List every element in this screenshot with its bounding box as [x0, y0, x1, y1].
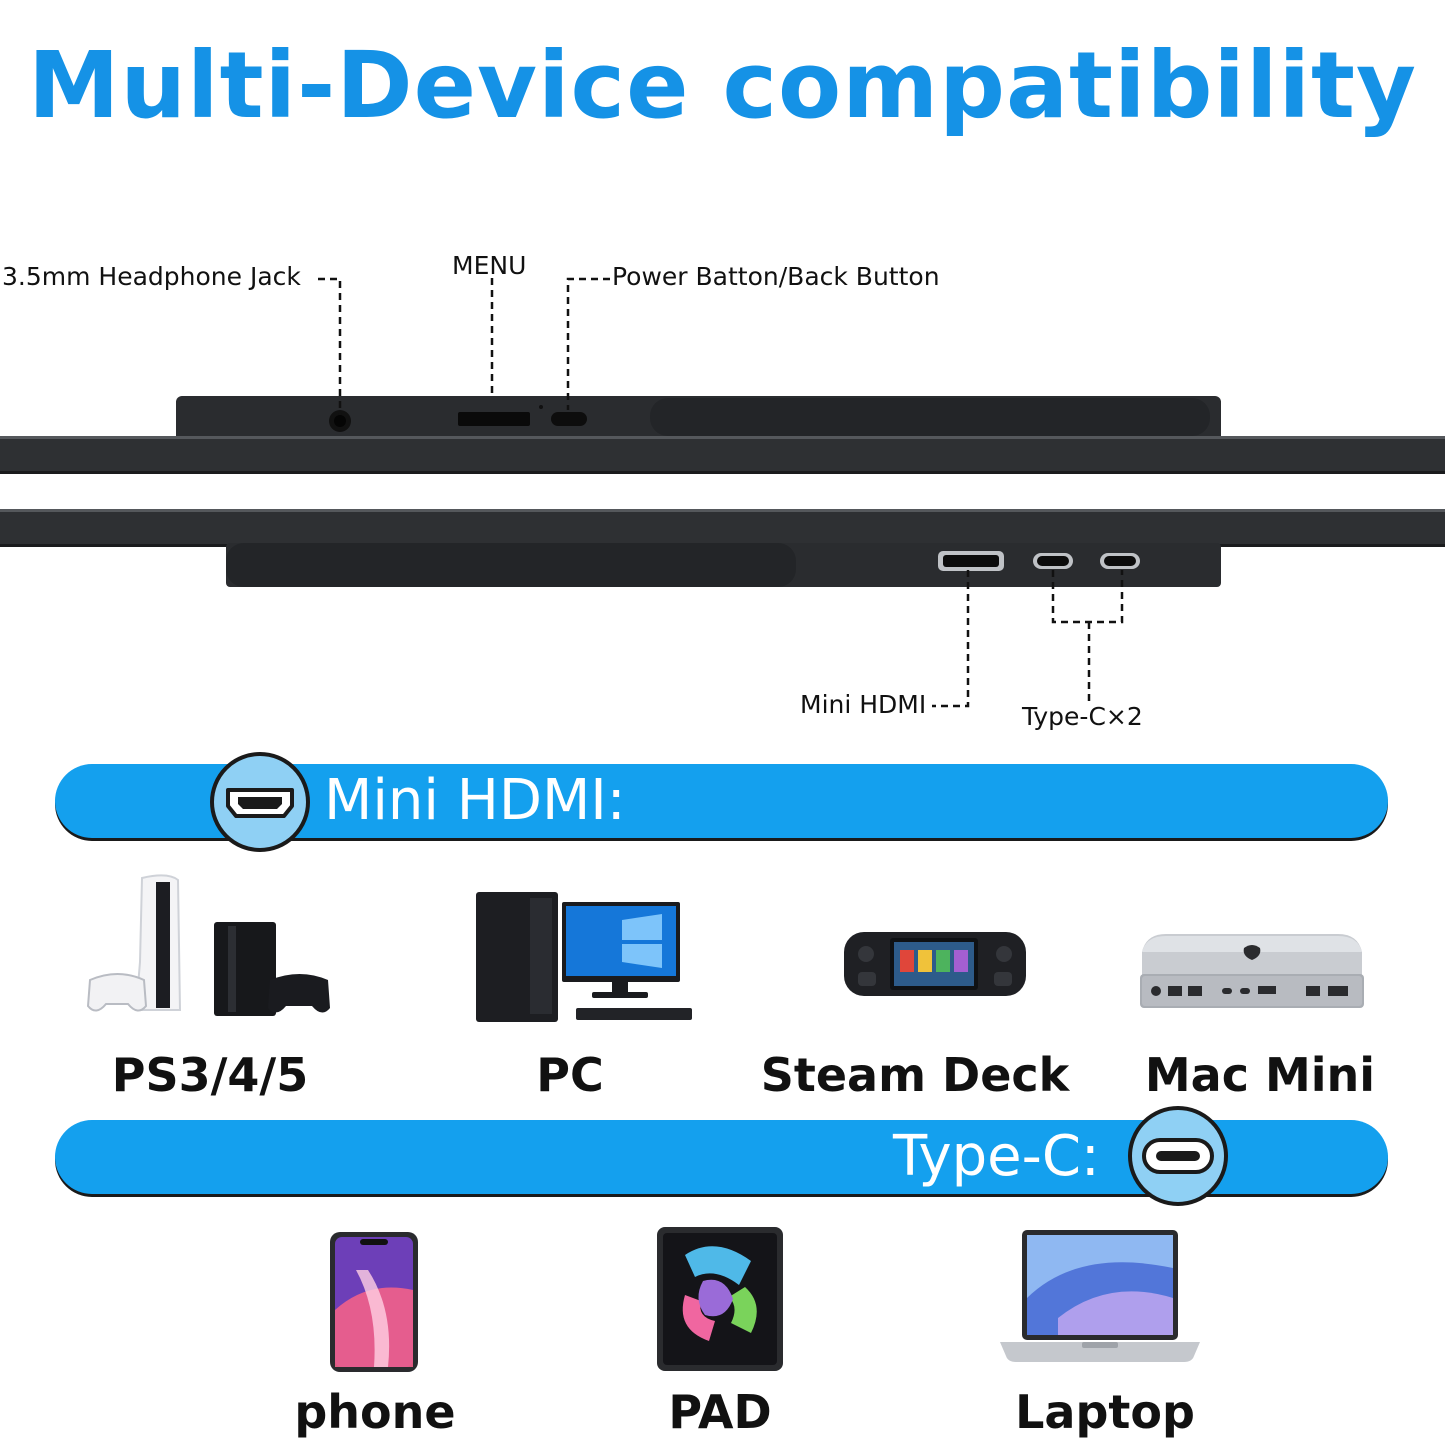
type-c-label: Type-C×2: [1022, 702, 1143, 731]
device-label-ps: PS3/4/5: [111, 1048, 309, 1102]
laptop-icon: [998, 1228, 1202, 1370]
monitor-bottom-view: [0, 505, 1445, 595]
mini-hdmi-port-icon: [210, 752, 310, 852]
usb-c-port-icon: [1128, 1106, 1228, 1206]
callout-leaders: [0, 250, 1445, 730]
menu-button-icon: [458, 412, 530, 426]
mini-hdmi-section-label: Mini HDMI:: [324, 768, 626, 833]
mac-mini-icon: [1136, 930, 1368, 1014]
tablet-icon: [655, 1225, 785, 1373]
device-label-mac-mini: Mac Mini: [1144, 1048, 1376, 1102]
desktop-pc-icon: [472, 888, 692, 1028]
menu-label: MENU: [452, 251, 527, 280]
device-label-phone: phone: [294, 1385, 456, 1439]
headphone-jack-label: 3.5mm Headphone Jack: [2, 262, 301, 291]
device-label-pc: PC: [536, 1048, 604, 1102]
phone-icon: [328, 1230, 420, 1374]
monitor-top-view: [0, 390, 1445, 480]
usb-c-port-icon: [1100, 553, 1140, 569]
usb-c-port-icon: [1033, 553, 1073, 569]
headphone-jack-icon: [329, 410, 351, 432]
page-title: Multi-Device compatibility: [28, 32, 1417, 139]
game-console-icon: [80, 870, 340, 1025]
device-label-steam-deck: Steam Deck: [760, 1048, 1070, 1102]
mini-hdmi-port-icon: [938, 551, 1004, 571]
handheld-console-icon: [840, 924, 1030, 1004]
type-c-section-label: Type-C:: [893, 1124, 1100, 1189]
power-button-label: Power Batton/Back Button: [612, 262, 940, 291]
mini-hdmi-label: Mini HDMI: [800, 690, 927, 719]
device-label-laptop: Laptop: [1015, 1385, 1195, 1439]
device-label-pad: PAD: [668, 1385, 772, 1439]
power-button-icon: [551, 412, 587, 426]
